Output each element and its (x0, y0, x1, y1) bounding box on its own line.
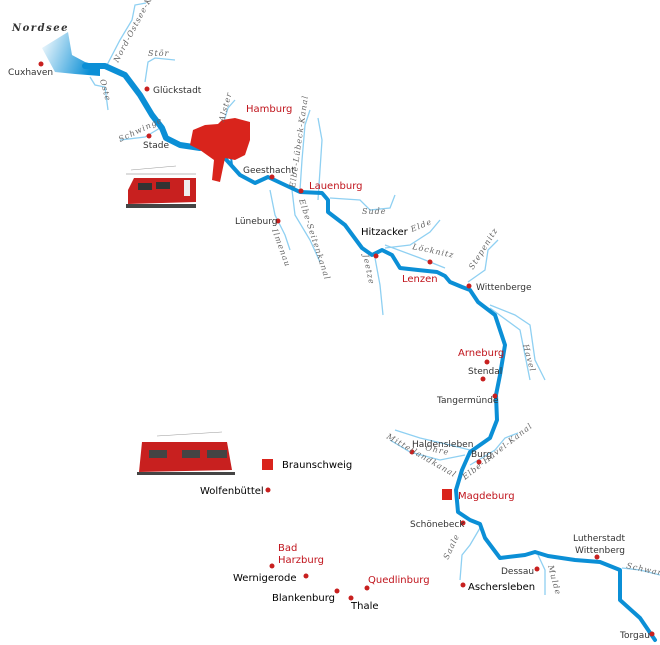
city-label: Wernigerode (233, 573, 297, 584)
river-label: Stör (148, 49, 170, 58)
river-label: Oste (98, 78, 113, 102)
tributaries (89, 2, 660, 595)
city-label: Wittenberge (476, 283, 532, 293)
city-label-major: Harzburg (278, 555, 324, 566)
city-label: Lutherstadt (573, 534, 625, 544)
city-label: Burg (471, 450, 492, 460)
city-dots (38, 61, 655, 637)
city-label: Haldensleben (412, 440, 473, 450)
city-label: Blankenburg (272, 593, 335, 604)
river-label: Mulde (546, 563, 563, 596)
city-label: Thale (350, 601, 379, 612)
hamburg-area (190, 118, 250, 182)
city-label: Geesthacht (243, 166, 295, 176)
river-label: Sude (362, 207, 387, 216)
city-label: Wolfenbüttel (200, 486, 264, 497)
magdeburg-marker (442, 489, 452, 500)
city-label-major: Hamburg (246, 104, 292, 115)
train-image-north (126, 165, 196, 208)
city-label: Hitzacker (361, 227, 409, 238)
city-label-major: Bad (278, 543, 297, 554)
city-label: Cuxhaven (8, 68, 53, 78)
river-label: Stepenitz (467, 226, 500, 271)
city-label: Dessau (501, 567, 534, 577)
city-label-major: Magdeburg (458, 491, 515, 502)
city-label: Stendal (468, 367, 502, 377)
braunschweig-marker (262, 459, 273, 470)
city-label: Aschersleben (468, 582, 535, 593)
city-label: Schönebeck (410, 520, 465, 530)
river-label: Saale (442, 532, 462, 561)
sea-label: Nordsee (11, 23, 69, 34)
city-label: Torgau (619, 631, 650, 641)
city-label: Tangermünde (436, 396, 499, 406)
city-label-major: Lauenburg (309, 181, 363, 192)
city-label: Stade (143, 141, 169, 151)
city-label: Wittenberg (575, 546, 625, 556)
city-label-major: Quedlinburg (368, 575, 430, 586)
train-image-south (137, 431, 235, 475)
city-label-major: Arneburg (458, 348, 504, 359)
city-label: Lüneburg (235, 217, 277, 227)
city-label: Braunschweig (282, 460, 352, 471)
city-label-major: Lenzen (402, 274, 438, 285)
elbe-river-main (198, 146, 657, 642)
river-label: Schwarze (626, 561, 660, 580)
elbe-river (82, 63, 203, 151)
city-label: Glückstadt (153, 86, 202, 96)
